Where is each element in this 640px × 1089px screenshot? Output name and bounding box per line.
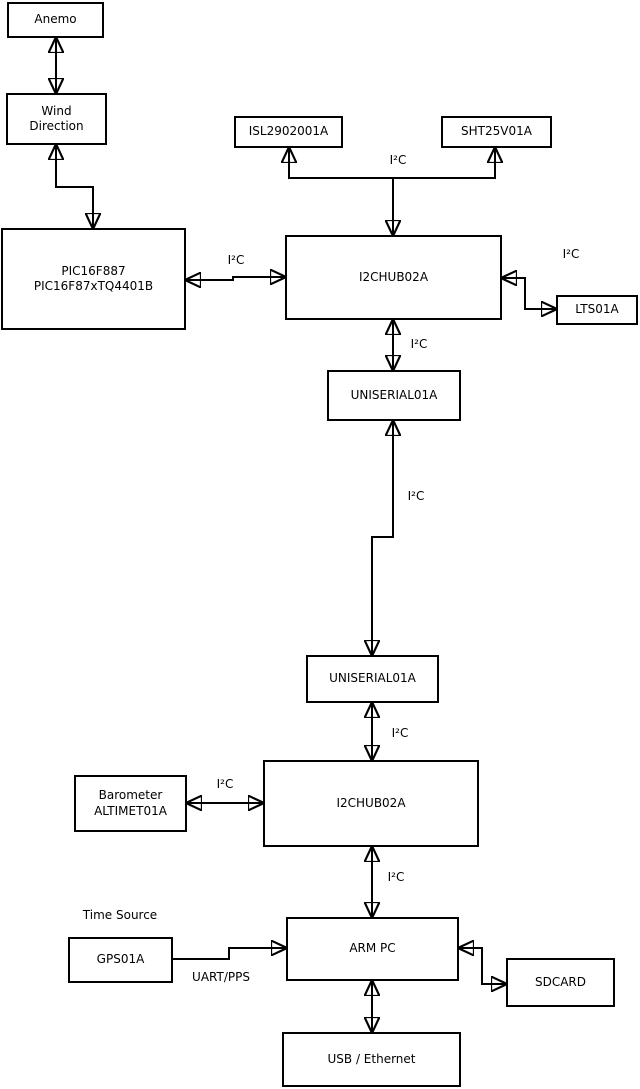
node-i2chub-top: I2CHUB02A <box>285 235 502 320</box>
node-sdcard: SDCARD <box>506 958 615 1007</box>
node-pic-microcontroller: PIC16F887 PIC16F87xTQ4401B <box>1 228 186 330</box>
edge-i2chub-top-lts <box>502 278 556 309</box>
label-time-source: Time Source <box>82 908 158 922</box>
label-i2c-hub-uniserial: I²C <box>410 337 428 351</box>
node-usb-ethernet: USB / Ethernet <box>282 1032 461 1087</box>
node-lts01a: LTS01A <box>556 295 638 325</box>
node-isl2902001a: ISL2902001A <box>234 116 343 148</box>
node-barometer-altimet01a: Barometer ALTIMET01A <box>74 775 187 832</box>
label-i2c-hub2-armpc: I²C <box>387 870 405 884</box>
label-uart-pps: UART/PPS <box>192 970 250 984</box>
edge-gps-armpc <box>173 948 286 960</box>
node-gps01a: GPS01A <box>68 937 173 983</box>
label-i2c-pic-hub: I²C <box>227 253 245 267</box>
node-i2chub-bottom: I2CHUB02A <box>263 760 479 847</box>
label-i2c-uniserial-hub2: I²C <box>391 726 409 740</box>
label-i2c-barometer-hub2: I²C <box>216 777 234 791</box>
node-sht25v01a: SHT25V01A <box>441 116 552 148</box>
node-wind-direction: Wind Direction <box>6 93 107 145</box>
edge-uniserial-top-uniserial-bottom <box>372 421 393 655</box>
edge-wind-pic <box>56 145 93 228</box>
node-arm-pc: ARM PC <box>286 917 459 981</box>
node-uniserial-top: UNISERIAL01A <box>327 370 461 421</box>
label-i2c-uniserial-link: I²C <box>407 489 425 503</box>
edge-pic-i2chub-top <box>186 277 285 280</box>
node-uniserial-bottom: UNISERIAL01A <box>306 655 439 703</box>
label-i2c-top-junction: I²C <box>389 153 407 167</box>
label-i2c-hub-lts: I²C <box>562 247 580 261</box>
edge-armpc-sdcard <box>459 948 506 984</box>
node-anemo: Anemo <box>7 2 104 38</box>
